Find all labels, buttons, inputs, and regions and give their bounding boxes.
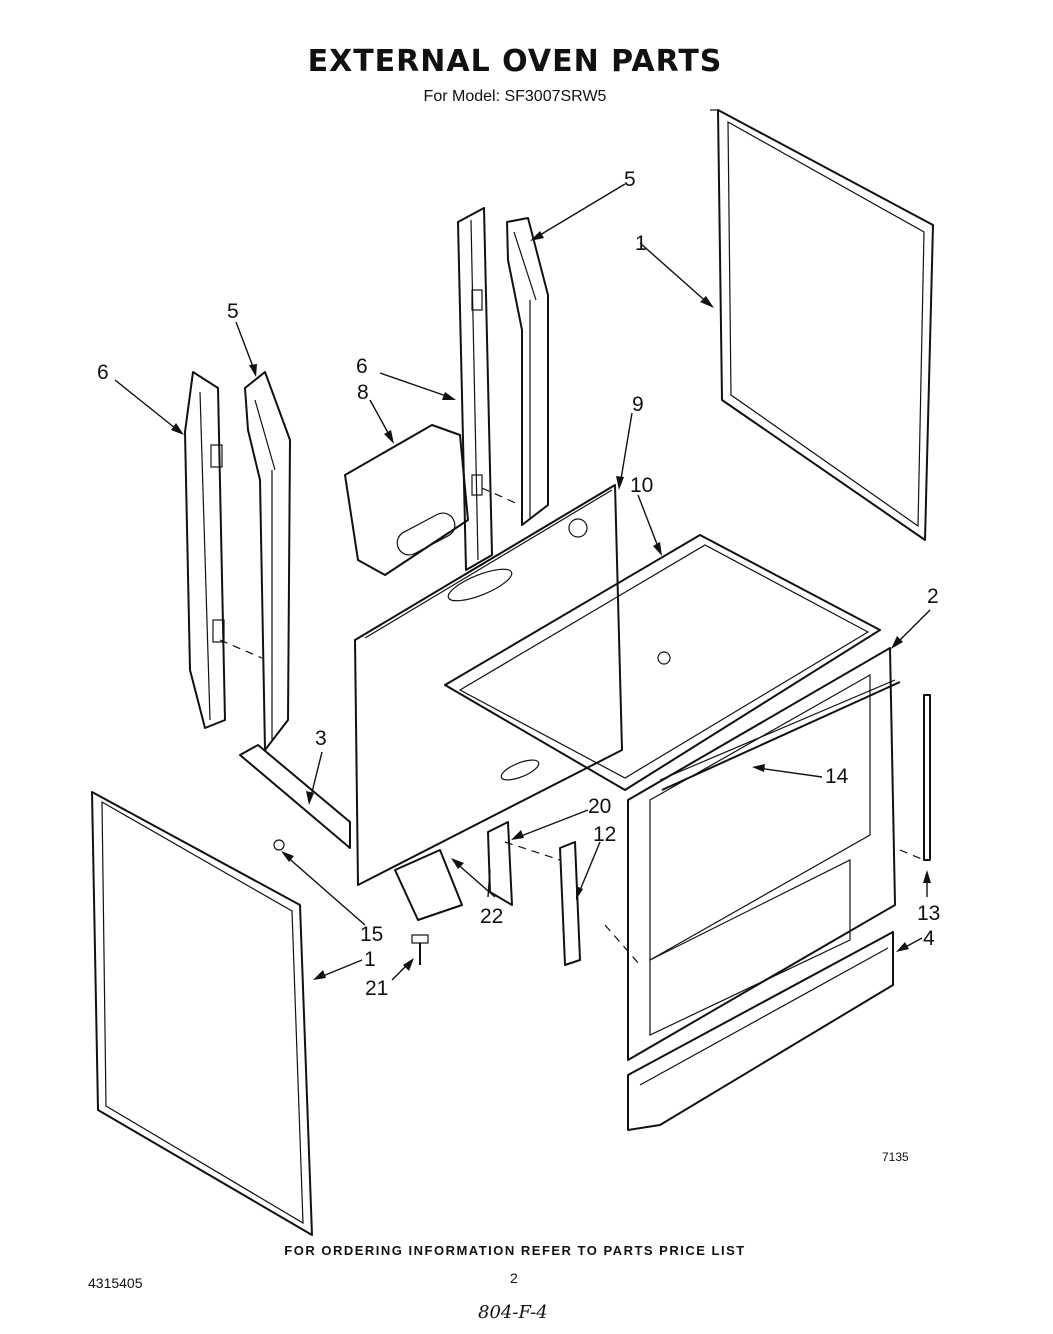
ordering-note: FOR ORDERING INFORMATION REFER TO PARTS … [284,1243,746,1258]
callout-14: 14 [825,765,849,788]
kick-plate [627,931,894,1131]
callout-2: 2 [927,585,939,608]
callout-9: 9 [632,393,644,416]
bottom-bracket [394,849,463,921]
callout-22: 22 [480,905,503,928]
callout-3: 3 [315,727,327,750]
figure-code: 7135 [882,1150,909,1164]
callout-5-left: 5 [227,300,239,323]
rear-channel-mid [457,207,493,571]
oven-top [444,534,881,791]
handwritten-note: 804-F-4 [478,1302,548,1323]
front-rod [661,681,901,791]
callout-6-mid: 6 [356,355,368,378]
guide-line [899,849,925,861]
rear-panel [354,484,623,886]
side-panel-right [710,109,934,541]
side-channel-left-front [244,371,291,751]
callout-12: 12 [593,823,616,846]
guide-line [604,924,641,966]
callout-4: 4 [923,927,935,950]
side-panel-left [91,791,313,1236]
callout-8: 8 [357,381,369,404]
callout-1-right: 1 [635,232,647,255]
page-number: 2 [510,1270,518,1286]
page-title: EXTERNAL OVEN PARTS [307,44,723,79]
front-frame [627,647,896,1061]
guide-line [219,639,263,659]
bottom-rail [239,744,351,849]
side-strip [923,694,931,861]
model-line: For Model: SF3007SRW5 [423,88,607,105]
leader-lines [114,183,931,981]
rear-support-channel-right [506,217,549,526]
callout-1-left: 1 [364,948,376,971]
bracket-12 [559,841,581,966]
screw-21 [411,934,429,965]
callout-15: 15 [360,923,383,946]
callout-13: 13 [917,902,940,925]
guide-line [481,487,521,506]
callout-6-left: 6 [97,361,109,384]
clip-15 [273,839,285,851]
callout-10: 10 [630,474,653,497]
callout-5-right: 5 [624,168,636,191]
callout-21: 21 [365,977,388,1000]
document-number: 4315405 [88,1275,143,1291]
vent-duct [344,424,469,576]
guide-line [504,841,561,861]
side-channel-left [184,371,226,729]
callout-20: 20 [588,795,611,818]
bracket-20 [487,821,513,906]
